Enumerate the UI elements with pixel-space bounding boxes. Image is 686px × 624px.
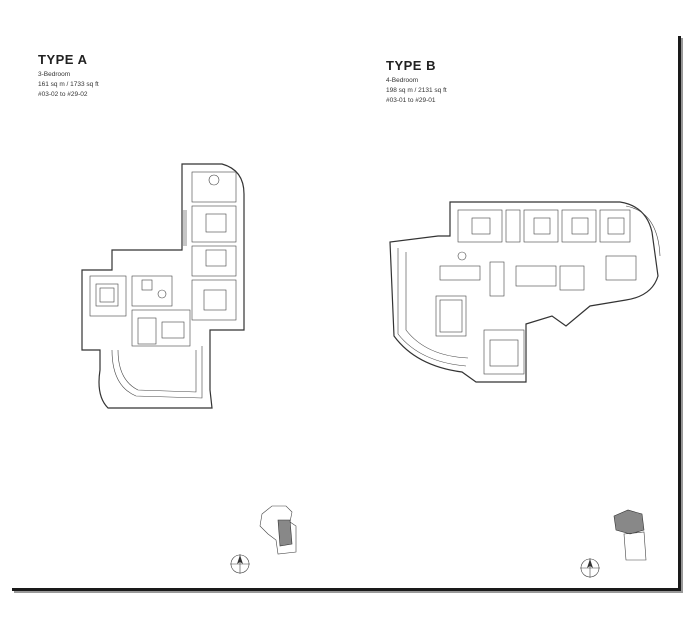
type-b-area: 198 sq m / 2131 sq ft bbox=[386, 87, 447, 94]
type-a-room-label: · bbox=[210, 183, 211, 187]
type-a-header: TYPE A 3-Bedroom 161 sq m / 1733 sq ft #… bbox=[38, 52, 99, 100]
type-a-north-arrow-icon bbox=[230, 554, 250, 574]
type-b-header: TYPE B 4-Bedroom 198 sq m / 2131 sq ft #… bbox=[386, 58, 447, 106]
type-a-floor-plan: · bbox=[81, 163, 245, 409]
type-b-north-arrow-icon bbox=[580, 558, 600, 578]
type-b-title: TYPE B bbox=[386, 58, 436, 73]
brochure-page: TYPE A 3-Bedroom 161 sq m / 1733 sq ft #… bbox=[12, 36, 681, 591]
type-a-site-key-plan bbox=[259, 505, 297, 555]
type-b-floor-plan bbox=[389, 201, 661, 383]
type-a-bedrooms: 3-Bedroom bbox=[38, 71, 71, 78]
type-a-title: TYPE A bbox=[38, 52, 88, 67]
type-b-bedrooms: 4-Bedroom bbox=[386, 77, 419, 84]
type-b-site-key-plan bbox=[613, 509, 647, 561]
type-b-units: #03-01 to #29-01 bbox=[386, 97, 436, 104]
type-a-units: #03-02 to #29-02 bbox=[38, 91, 88, 98]
type-a-area: 161 sq m / 1733 sq ft bbox=[38, 81, 99, 88]
